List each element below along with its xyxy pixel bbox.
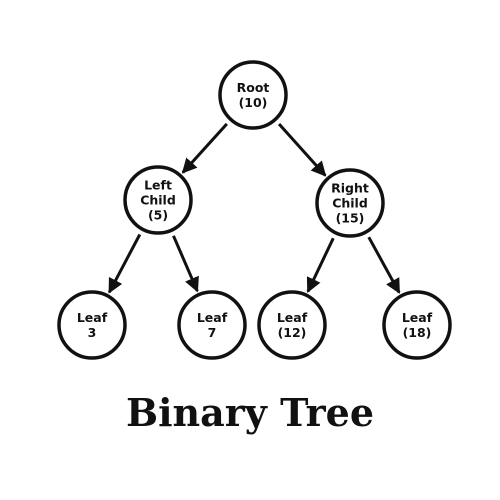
node-label-line: Leaf [277, 310, 308, 325]
edge-right-child-to-leaf-12 [306, 237, 335, 293]
node-label-line: (10) [239, 95, 268, 110]
diagram-title: Binary Tree [125, 390, 375, 435]
node-label-line: Leaf [197, 310, 228, 325]
edge-left-child-to-leaf-7 [172, 235, 199, 293]
node-label-line: Leaf [77, 310, 108, 325]
node-label-line: Left [144, 178, 172, 193]
node-leaf-12: Leaf(12) [257, 290, 327, 360]
node-label-line: (5) [148, 208, 168, 223]
node-circle [315, 168, 385, 238]
node-circle [257, 290, 327, 360]
node-label-line: (18) [403, 325, 432, 340]
node-label-line: Child [140, 193, 176, 208]
node-circle [57, 290, 127, 360]
node-label-line: Root [237, 80, 270, 95]
edges-layer [107, 122, 401, 294]
edge-right-child-to-leaf-18 [367, 236, 401, 294]
edge-root-to-left-child [181, 122, 228, 174]
node-label-line: Leaf [402, 310, 433, 325]
node-root: Root(10) [218, 60, 288, 130]
node-label-line: (15) [336, 211, 365, 226]
node-circle [177, 290, 247, 360]
node-circle [382, 290, 452, 360]
edge-left-child-to-leaf-3 [107, 233, 142, 294]
node-label-line: Right [331, 181, 369, 196]
node-label-line: 3 [88, 325, 97, 340]
node-circle [123, 165, 193, 235]
node-label-line: 7 [208, 325, 217, 340]
node-label-line: (12) [278, 325, 307, 340]
edge-root-to-right-child [277, 123, 327, 177]
node-circle [218, 60, 288, 130]
nodes-layer: Root(10)LeftChild(5)RightChild(15)Leaf3L… [57, 60, 452, 360]
node-label-line: Child [332, 196, 368, 211]
node-leaf-18: Leaf(18) [382, 290, 452, 360]
